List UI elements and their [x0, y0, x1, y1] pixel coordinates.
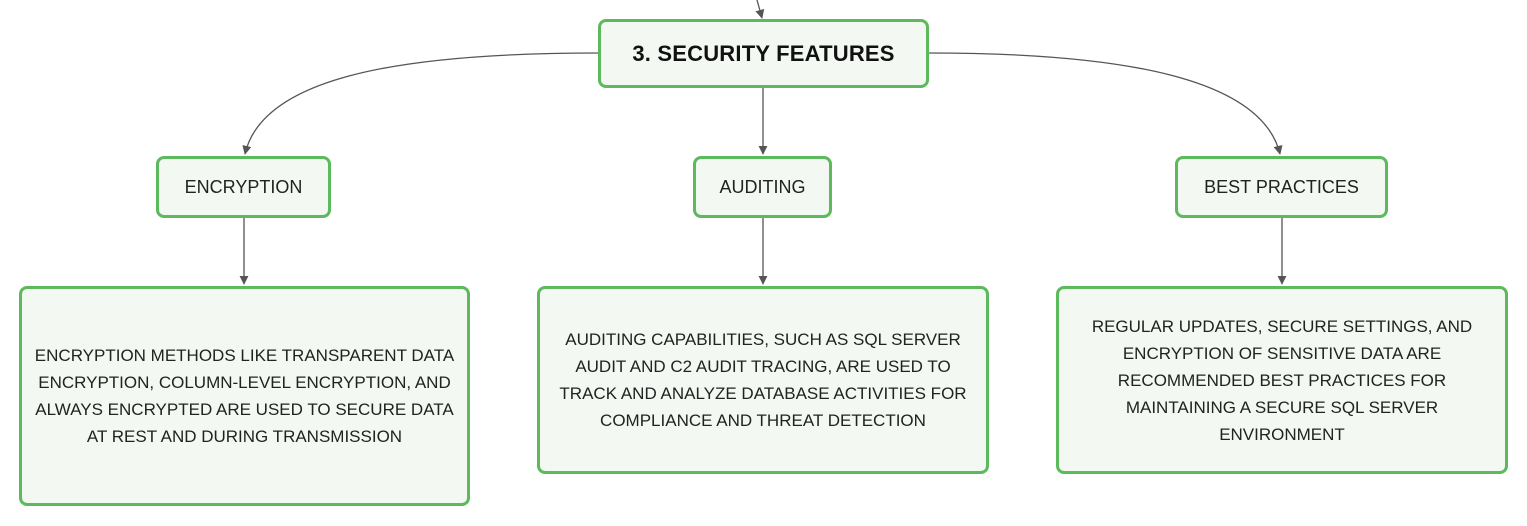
incoming-connector	[755, 0, 765, 19]
detail-node-best-practices-text: REGULAR UPDATES, SECURE SETTINGS, AND EN…	[1091, 316, 1473, 444]
branch-node-encryption[interactable]: ENCRYPTION	[156, 156, 331, 218]
detail-node-auditing-text: AUDITING CAPABILITIES, SUCH AS SQL SERVE…	[559, 330, 967, 430]
root-node[interactable]: 3. SECURITY FEATURES	[598, 19, 929, 88]
branch-node-auditing[interactable]: AUDITING	[693, 156, 832, 218]
detail-node-auditing[interactable]: AUDITING CAPABILITIES, SUCH AS SQL SERVE…	[537, 286, 989, 474]
detail-node-best-practices[interactable]: REGULAR UPDATES, SECURE SETTINGS, AND EN…	[1056, 286, 1508, 474]
branch-node-best-practices-label: BEST PRACTICES	[1204, 176, 1359, 197]
branch-node-best-practices[interactable]: BEST PRACTICES	[1175, 156, 1388, 218]
connector-root-encryption	[242, 52, 599, 155]
branch-node-encryption-label: ENCRYPTION	[184, 176, 303, 197]
connector-root-best-practices	[928, 52, 1283, 155]
detail-node-encryption[interactable]: ENCRYPTION METHODS LIKE TRANSPARENT DATA…	[19, 286, 470, 506]
root-node-label: 3. SECURITY FEATURES	[632, 40, 895, 66]
branch-node-auditing-label: AUDITING	[719, 176, 806, 197]
detail-node-encryption-text: ENCRYPTION METHODS LIKE TRANSPARENT DATA…	[34, 346, 455, 446]
